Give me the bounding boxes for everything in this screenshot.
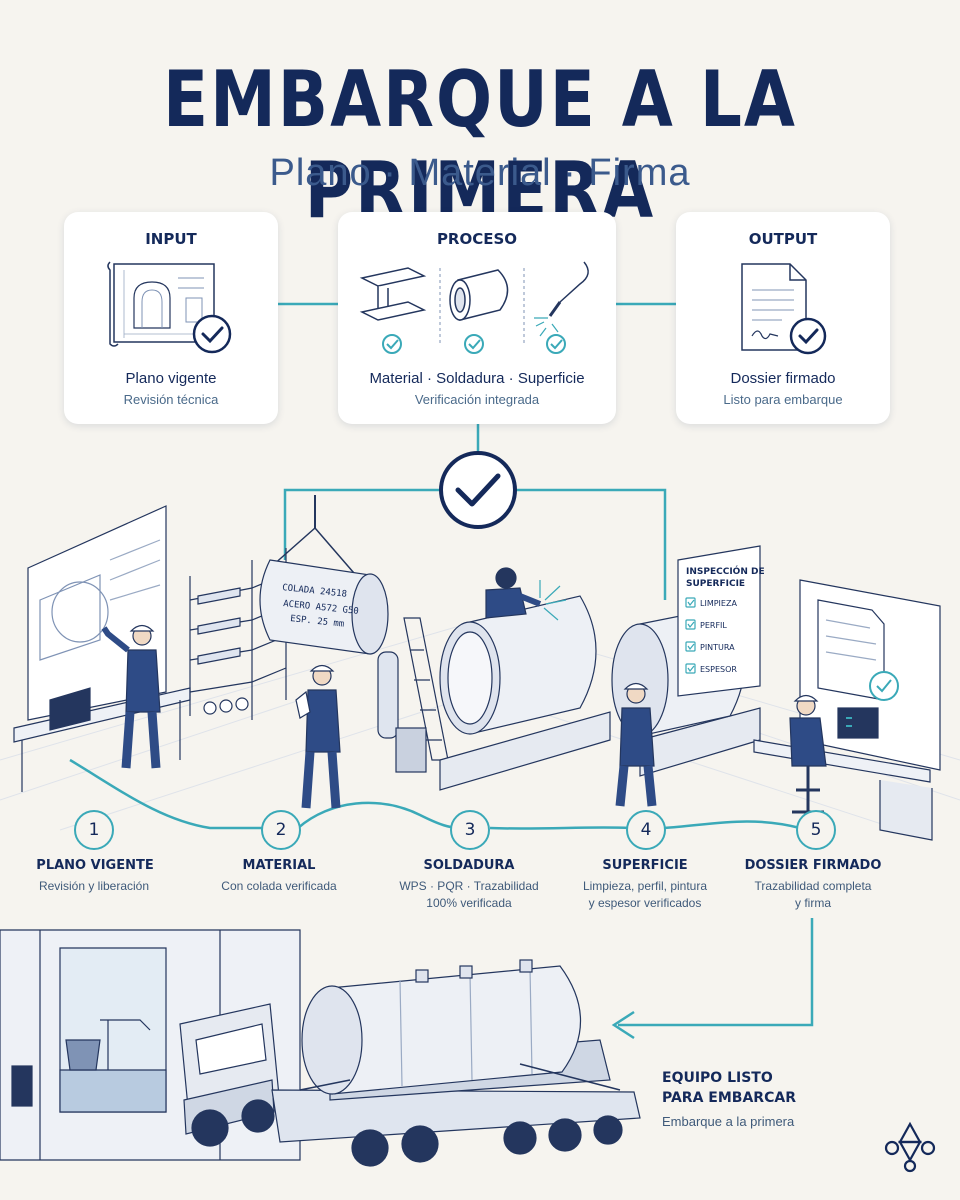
board-item-perfil: PERFIL [700, 621, 727, 630]
final-title-line2: PARA EMBARCAR [662, 1090, 796, 1106]
card-output-head: OUTPUT [748, 230, 818, 248]
pipe-icon [449, 269, 509, 321]
board-title-line1: INSPECCIÓN DE [686, 565, 765, 577]
process-icons [359, 261, 589, 354]
step-5-label: DOSSIER FIRMADO [744, 858, 882, 873]
brand-logo-icon [884, 1121, 936, 1173]
card-input-title: Plano vigente [125, 370, 217, 387]
step-4-number: 4 [626, 810, 666, 850]
card-output-subtitle: Listo para embarque [723, 392, 843, 407]
shipping-scene [0, 929, 641, 1167]
step-1-number: 1 [74, 810, 114, 850]
board-item-limpieza: LIMPIEZA [700, 599, 737, 608]
central-check-icon [439, 451, 517, 529]
board-title-line2: SUPERFICIE [686, 579, 745, 589]
final-title: EQUIPO LISTO PARA EMBARCAR [662, 1068, 862, 1108]
card-input: INPUT Plano vigente Revisión técnica [64, 212, 278, 424]
card-proceso-head: PROCESO [436, 230, 518, 248]
step-4-desc-line1: Limpieza, perfil, pintura [582, 879, 708, 893]
step-2-desc: Con colada verificada [221, 879, 337, 893]
step-3-number: 3 [450, 810, 490, 850]
card-output-title: Dossier firmado [730, 370, 836, 387]
step-5-number: 5 [796, 810, 836, 850]
station-dossier [753, 579, 941, 841]
welding-torch-icon [534, 261, 589, 337]
final-subtitle: Embarque a la primera [662, 1114, 795, 1129]
step-3-desc-line1: WPS · PQR · Trazabilidad [399, 879, 539, 893]
step-5-desc-line2: y firma [795, 896, 831, 910]
step-4-desc-line2: y espesor verificados [588, 896, 702, 910]
inspection-board: INSPECCIÓN DE SUPERFICIE LIMPIEZA PERFIL… [685, 565, 765, 674]
signed-document-icon [741, 263, 827, 355]
card-output: OUTPUT Dossier firmado Listo para embarq… [676, 212, 890, 424]
card-proceso: PROCESO [338, 212, 616, 424]
page-title: EMBARQUE A LA PRIMERA [163, 54, 797, 236]
board-item-pintura: PINTURA [700, 643, 735, 652]
steel-beam-icon [359, 267, 427, 321]
station-soldadura [377, 567, 611, 791]
step-4-label: SUPERFICIE [602, 858, 688, 873]
station-superficie [611, 545, 761, 807]
step-3-label: SOLDADURA [423, 858, 515, 873]
step-1-label: PLANO VIGENTE [36, 858, 154, 873]
final-title-line1: EQUIPO LISTO [662, 1070, 773, 1086]
board-item-espesor: ESPESOR [700, 665, 737, 674]
card-input-subtitle: Revisión técnica [123, 392, 219, 407]
step-2-number: 2 [261, 810, 301, 850]
flow-lines [69, 302, 814, 1040]
card-proceso-title: Material · Soldadura · Superficie [369, 370, 585, 387]
step-3-desc-line2: 100% verificada [426, 896, 512, 910]
step-2-label: MATERIAL [242, 858, 316, 873]
station-plano [13, 505, 191, 792]
card-proceso-subtitle: Verificación integrada [414, 392, 540, 407]
blueprint-check-icon [107, 261, 232, 354]
step-5-desc-line1: Trazabilidad completa [754, 879, 872, 893]
page-subtitle: Plano · Material · Firma [269, 152, 691, 194]
station-material [189, 495, 389, 809]
card-input-head: INPUT [145, 230, 197, 248]
step-1-desc: Revisión y liberación [38, 879, 150, 893]
